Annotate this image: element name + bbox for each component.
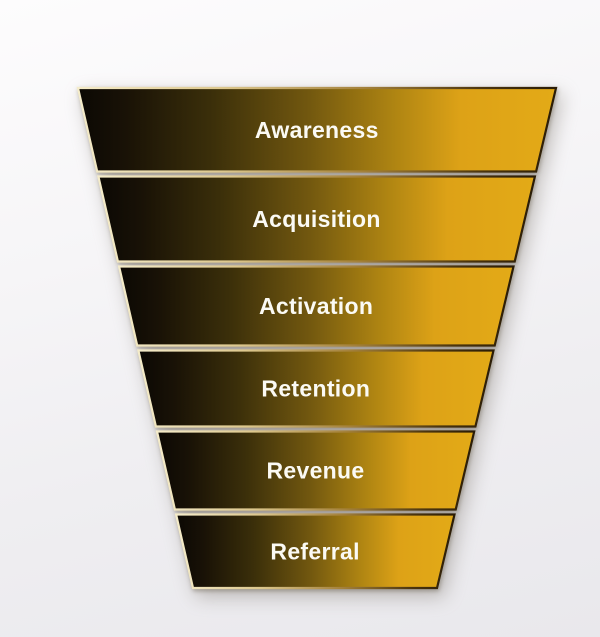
funnel-stage-label-referral: Referral [270, 538, 359, 564]
funnel-stage-retention [137, 349, 495, 428]
funnel-stage-label-revenue: Revenue [267, 458, 365, 484]
funnel-stage-referral [174, 513, 456, 590]
funnel-stage-revenue [155, 430, 476, 511]
funnel-stage-label-retention: Retention [261, 376, 370, 402]
funnel-stage-acquisition [97, 175, 537, 263]
funnel-stage-activation [117, 265, 515, 347]
funnel-stage-label-activation: Activation [259, 293, 373, 319]
funnel-stage-awareness [76, 86, 558, 173]
funnel-stage-label-awareness: Awareness [255, 117, 379, 143]
funnel-bands [76, 86, 558, 590]
funnel-stage-label-acquisition: Acquisition [252, 206, 381, 232]
funnel-labels: AwarenessAcquisitionActivationRetentionR… [252, 117, 381, 564]
